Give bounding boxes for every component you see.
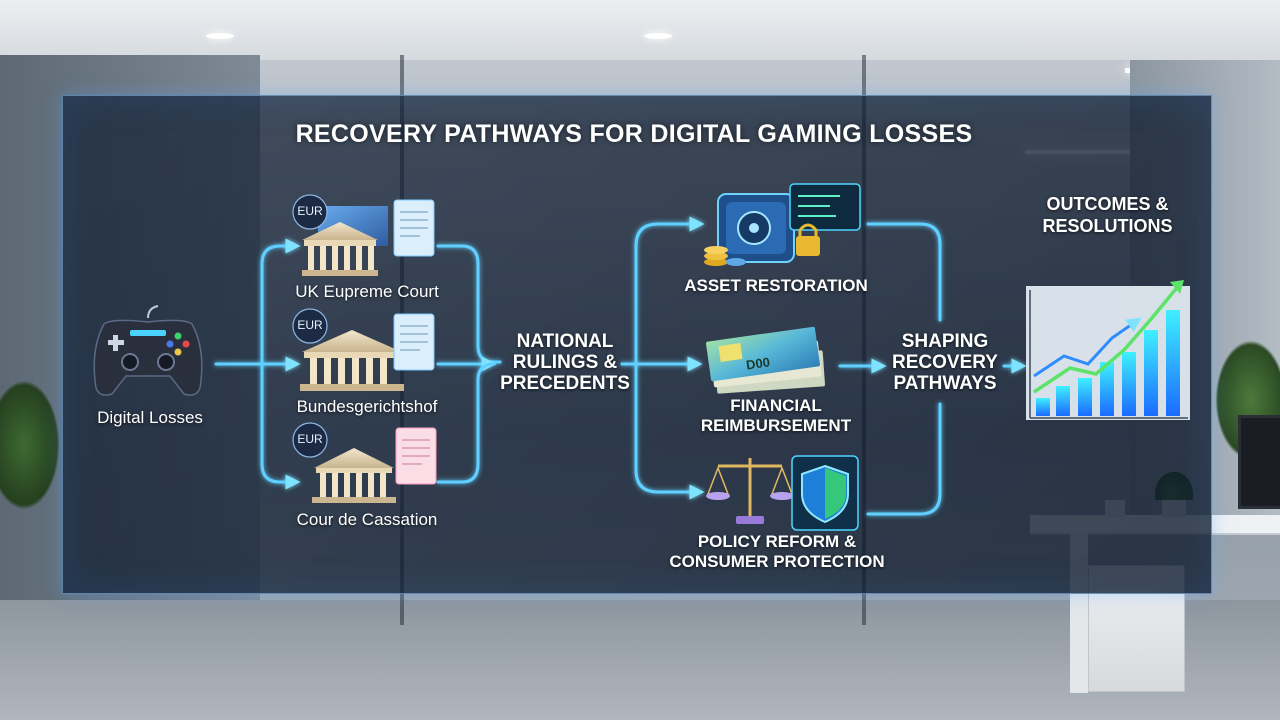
shaping-line-1: SHAPING <box>901 331 989 352</box>
court-label-1: UK Eupreme Court <box>295 282 439 301</box>
shaping-label: SHAPING RECOVERY PATHWAYS <box>870 331 1020 394</box>
hub-line-2: RULINGS & <box>512 352 618 373</box>
court-icon-3 <box>312 427 437 503</box>
pathway-label-3: POLICY REFORM & CONSUMER PROTECTION <box>650 532 904 572</box>
connector-court-1 <box>260 238 301 366</box>
connector-path-1 <box>634 216 705 366</box>
diagram-title: RECOVERY PATHWAYS FOR DIGITAL GAMING LOS… <box>295 120 973 148</box>
source-label: Digital Losses <box>97 408 203 427</box>
connector-merge-1 <box>866 222 942 322</box>
gamepad-icon <box>93 305 203 396</box>
plant-left <box>0 380 60 510</box>
vault-lock-icon <box>704 183 861 266</box>
pathway-2-line-1: FINANCIAL <box>730 396 822 415</box>
hub-line-3: PRECEDENTS <box>500 373 630 394</box>
pathway-3-line-1: POLICY REFORM & <box>697 532 857 551</box>
growth-chart-icon <box>1026 280 1190 420</box>
court-label-3: Cour de Cassation <box>296 510 438 529</box>
court-icon-1 <box>302 199 435 276</box>
pathway-label-1: ASSET RESTORATION <box>684 276 868 295</box>
pathway-2-line-2: REIMBURSEMENT <box>700 416 852 435</box>
outcomes-line-2: RESOLUTIONS <box>1042 216 1173 236</box>
pathway-label-2: FINANCIAL REIMBURSEMENT <box>666 396 886 436</box>
ceiling-light <box>644 33 672 39</box>
shaping-line-2: RECOVERY <box>892 352 998 373</box>
connector-hub-3 <box>436 362 496 484</box>
court-icon-2 <box>300 313 435 391</box>
monitor <box>1238 415 1280 509</box>
hub-label: NATIONAL RULINGS & PRECEDENTS <box>490 331 640 394</box>
connector-path-3 <box>634 362 705 500</box>
outcomes-label: OUTCOMES & RESOLUTIONS <box>1020 193 1195 237</box>
ceiling <box>0 0 1280 60</box>
shaping-line-3: PATHWAYS <box>893 373 997 394</box>
connector-court-3 <box>260 362 301 490</box>
pathway-3-line-2: CONSUMER PROTECTION <box>669 552 885 571</box>
eur-badge-3: EUR <box>297 432 323 446</box>
eur-badge-2: EUR <box>297 318 323 332</box>
connector-lines <box>214 216 1027 516</box>
ceiling-light <box>206 33 234 39</box>
court-label-2: Bundesgerichtshof <box>296 397 438 416</box>
eur-badge-1: EUR <box>297 204 323 218</box>
hub-line-1: NATIONAL <box>516 331 614 352</box>
floor <box>0 600 1280 720</box>
eur-badges <box>292 194 328 458</box>
scales-shield-icon <box>706 455 859 531</box>
outcomes-line-1: OUTCOMES & <box>1046 194 1169 214</box>
connector-merge-3 <box>866 402 942 516</box>
banknotes-icon <box>706 326 825 394</box>
